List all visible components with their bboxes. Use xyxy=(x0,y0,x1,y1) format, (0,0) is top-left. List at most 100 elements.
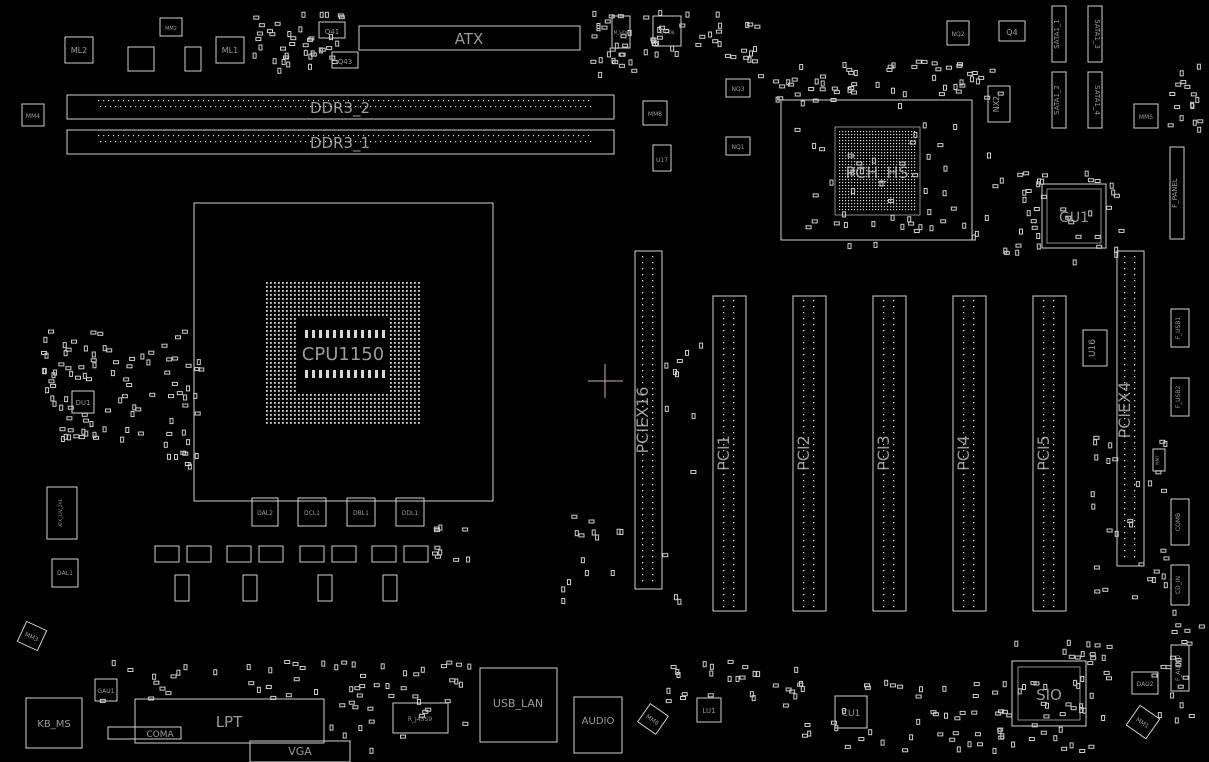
pci3-slot[interactable]: PCI3 xyxy=(872,295,907,612)
svg-text:NX2: NX2 xyxy=(992,96,1001,113)
dbl1-inductor[interactable]: DBL1 xyxy=(346,497,376,527)
svg-text:SATA1_4: SATA1_4 xyxy=(1093,85,1101,115)
lu1-chip[interactable]: LU1 xyxy=(696,697,722,723)
u16-chip[interactable]: U16 xyxy=(1082,329,1108,367)
svg-text:F_USB2: F_USB2 xyxy=(1175,386,1182,409)
pch-heatsink[interactable]: PCH_HS xyxy=(780,99,973,241)
sata1-2-connector[interactable]: SATA1_2 xyxy=(1051,71,1067,129)
svg-text:DAU2: DAU2 xyxy=(1137,681,1154,688)
pci1-slot[interactable]: PCI1 xyxy=(712,295,747,612)
svg-text:GU1: GU1 xyxy=(1059,210,1089,226)
sata1-3-connector[interactable]: SATA1_3 xyxy=(1087,5,1103,63)
gau1-chip[interactable]: GAU1 xyxy=(94,678,118,702)
svg-text:DAL2: DAL2 xyxy=(257,510,273,517)
svg-text:U16: U16 xyxy=(1088,339,1098,357)
nq3-transistor[interactable]: NQ3 xyxy=(725,78,751,98)
svg-text:DU1: DU1 xyxy=(76,399,91,407)
dimm-pin-rows xyxy=(98,100,592,143)
f-usb2-header[interactable]: F_USB2 xyxy=(1170,377,1190,417)
atx-12v-connector[interactable]: ATX_12V_2X4 xyxy=(46,486,78,540)
com-b-header[interactable]: COMB xyxy=(1170,498,1190,546)
pci4-slot[interactable]: PCI4 xyxy=(952,295,987,612)
usb-lan-port[interactable]: USB_LAN xyxy=(479,667,558,743)
cpu-socket[interactable]: CPU1150 xyxy=(193,202,494,502)
atx-power-connector[interactable]: ATX xyxy=(358,25,581,51)
svg-text:CPU1150: CPU1150 xyxy=(302,344,384,365)
sata1-1-connector[interactable]: SATA1_1 xyxy=(1051,5,1067,63)
q4-transistor[interactable]: Q4 xyxy=(998,20,1026,42)
pciex16-slot[interactable]: PCIEX16 xyxy=(633,250,663,590)
pci2-slot[interactable]: PCI2 xyxy=(792,295,827,612)
svg-text:PCI4: PCI4 xyxy=(954,435,973,471)
crosshair-cursor xyxy=(588,364,623,398)
dau2-chip[interactable]: DAU2 xyxy=(1131,671,1159,695)
audio-jack[interactable]: AUDIO xyxy=(573,696,623,754)
svg-text:PCH_HS: PCH_HS xyxy=(845,163,908,183)
svg-text:PCI3: PCI3 xyxy=(874,435,893,471)
svg-text:COMB: COMB xyxy=(1175,513,1182,531)
dal1-component[interactable]: DAL1 xyxy=(51,558,79,588)
svg-text:R_J45S9: R_J45S9 xyxy=(408,716,432,723)
ml1-inductor[interactable]: ML1 xyxy=(215,36,245,64)
svg-text:DAL1: DAL1 xyxy=(57,570,73,577)
svg-text:CD_IN: CD_IN xyxy=(1175,576,1182,594)
sio-chip[interactable]: SIO xyxy=(1011,660,1087,727)
f-panel-header[interactable]: F_PANEL xyxy=(1169,146,1185,240)
coma-port[interactable]: COMA xyxy=(107,726,182,740)
svg-text:AUDIO: AUDIO xyxy=(582,716,615,727)
kb-ms-port[interactable]: KB_MS xyxy=(25,697,83,749)
vga-port[interactable]: VGA xyxy=(249,740,351,762)
nq2-transistor[interactable]: NQ2 xyxy=(946,20,970,46)
svg-text:M_SIO8: M_SIO8 xyxy=(614,30,629,35)
dcl1-inductor[interactable]: DCL1 xyxy=(297,497,327,527)
ddl1-inductor[interactable]: DDL1 xyxy=(395,497,425,527)
cd-in-header[interactable]: CD_IN xyxy=(1170,564,1190,606)
svg-text:Q43: Q43 xyxy=(338,58,352,66)
nq1-transistor[interactable]: NQ1 xyxy=(725,136,751,156)
svg-text:USB_LAN: USB_LAN xyxy=(493,697,543,710)
mm4-mosfet[interactable]: MM4 xyxy=(21,103,45,127)
svg-text:MM5: MM5 xyxy=(1139,114,1153,121)
svg-text:Q41: Q41 xyxy=(325,28,339,36)
svg-text:SATA1_2: SATA1_2 xyxy=(1053,85,1061,115)
mm5-mosfet[interactable]: MM5 xyxy=(1133,103,1159,129)
svg-text:ATX_12V_2X4: ATX_12V_2X4 xyxy=(58,499,63,527)
ml2-inductor[interactable]: ML2 xyxy=(64,36,94,64)
svg-text:U17: U17 xyxy=(656,157,668,164)
svg-text:SIO: SIO xyxy=(1036,686,1062,704)
vrm-mosfet-row xyxy=(154,545,429,602)
cu1-chip[interactable]: CU1 xyxy=(834,695,868,729)
slot-pin-rows xyxy=(642,256,1136,608)
svg-text:PCIEX4: PCIEX4 xyxy=(1115,382,1134,439)
gu1-chip[interactable]: GU1 xyxy=(1041,183,1107,249)
ddr3-2-slot[interactable]: DDR3_2 xyxy=(66,94,615,120)
sata1-4-connector[interactable]: SATA1_4 xyxy=(1087,71,1103,129)
dal2-inductor[interactable]: DAL2 xyxy=(251,497,279,527)
ddr3-1-slot[interactable]: DDR3_1 xyxy=(66,129,615,155)
mm8-mosfet[interactable]: MM8 xyxy=(642,100,668,126)
svg-text:COMA: COMA xyxy=(146,730,174,740)
sio-header-a[interactable]: M_SIO8 xyxy=(611,15,631,49)
nx2-crystal[interactable]: NX2 xyxy=(987,85,1011,123)
svg-text:Q4: Q4 xyxy=(1006,28,1017,37)
svg-text:CU1: CU1 xyxy=(842,709,861,719)
svg-text:DDR3_1: DDR3_1 xyxy=(310,134,370,153)
svg-text:DDR3_2: DDR3_2 xyxy=(310,99,370,118)
svg-text:ATX: ATX xyxy=(455,30,484,48)
lpt-port[interactable]: LPT xyxy=(134,698,325,744)
mm2-mosfet[interactable]: MM2 xyxy=(159,17,183,37)
pci5-slot[interactable]: PCI5 xyxy=(1032,295,1067,612)
cpu-land-grid xyxy=(266,282,420,424)
svg-text:LU1: LU1 xyxy=(702,707,715,715)
passive-components xyxy=(41,9,1205,754)
svg-text:LPT: LPT xyxy=(216,713,243,731)
svg-text:F_AUDIO: F_AUDIO xyxy=(1175,655,1182,681)
q43-transistor[interactable]: Q43 xyxy=(331,51,359,69)
pciex4-slot[interactable]: PCIEX4 xyxy=(1115,250,1145,567)
u17-chip[interactable]: U17 xyxy=(652,144,672,172)
f-usb1-header[interactable]: F_USB1 xyxy=(1170,308,1190,348)
svg-text:MM7: MM7 xyxy=(1155,455,1160,465)
svg-text:NQ1: NQ1 xyxy=(731,144,744,151)
svg-text:F_PANEL: F_PANEL xyxy=(1171,178,1179,208)
